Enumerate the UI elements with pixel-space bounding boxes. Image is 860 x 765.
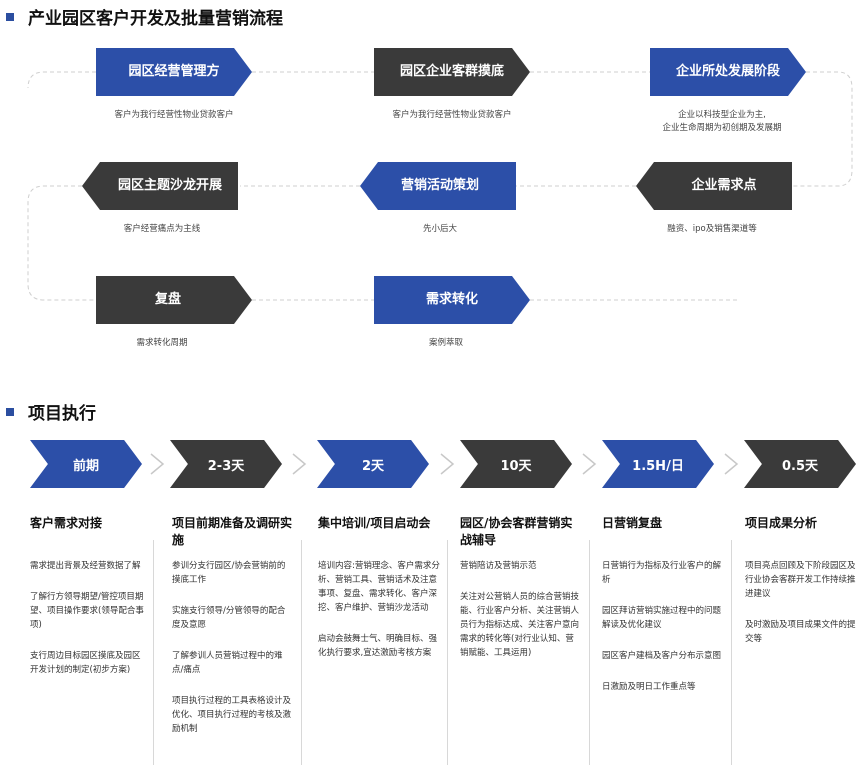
phase-item: 培训内容:营销理念、客户需求分析、营销工具、营销话术及注意事项、复盘、需求转化、… [318, 561, 440, 613]
phase-column: 项目成果分析 项目亮点回顾及下阶段园区及行业协会客群开发工作持续推进建议 及时激… [745, 515, 857, 663]
flow-dashed-loop [27, 71, 853, 301]
phase-item: 启动会鼓舞士气、明确目标、强化执行要求,宣达激励考核方案 [318, 634, 438, 658]
timeline-step-label: 2-3天 [207, 458, 245, 474]
timeline-step: 0.5天 [744, 440, 856, 488]
chevron-right-icon [582, 453, 597, 475]
flow-step-desc: 客户为我行经营性物业贷款客户 [114, 110, 234, 120]
phase-item: 项目执行过程的工具表格设计及优化、项目执行过程的考核及激励机制 [172, 696, 292, 734]
phase-item: 营销陪访及营销示范 [460, 561, 537, 571]
title-square-icon [6, 407, 14, 416]
flow-step-desc: 案例萃取 [428, 338, 463, 348]
flow-step-desc: 融资、ipo及销售渠道等 [667, 224, 757, 234]
phase-title: 项目前期准备及调研实施 [172, 516, 293, 547]
flow-step-label: 园区经营管理方 [128, 64, 220, 79]
phase-item: 及时激励及项目成果文件的提交等 [745, 620, 856, 644]
timeline-step-label: 1.5H/日 [632, 458, 684, 474]
column-divider [589, 540, 590, 765]
timeline-step-label: 0.5天 [781, 458, 819, 474]
section-title-text: 项目执行 [28, 404, 96, 424]
flow-step-desc: 先小后大 [422, 224, 457, 234]
flow-step-desc: 客户为我行经营性物业贷款客户 [392, 110, 512, 120]
timeline-step-label: 10天 [500, 458, 532, 474]
phase-column: 集中培训/项目启动会 培训内容:营销理念、客户需求分析、营销工具、营销话术及注意… [318, 515, 440, 677]
column-divider [731, 540, 732, 765]
chevron-right-icon [724, 453, 739, 475]
phase-item: 了解行方领导期望/管控项目期望、项目操作要求(领导配合事项) [30, 592, 144, 630]
flow-step-label: 复盘 [154, 292, 181, 307]
phase-item: 园区拜访营销实施过程中的问题解读及优化建议 [602, 606, 722, 630]
timeline-step: 2天 [317, 440, 429, 488]
section-title-exec: 项目执行 [6, 399, 96, 424]
column-divider [153, 540, 154, 765]
chevron-right-icon [440, 453, 455, 475]
flow-step-arrow [650, 48, 806, 96]
flow-step-label: 营销活动策划 [400, 178, 479, 193]
flow-step-desc: 客户经营痛点为主线 [123, 224, 201, 234]
flow-step-label: 需求转化 [425, 292, 478, 307]
phase-item: 项目亮点回顾及下阶段园区及行业协会客群开发工作持续推进建议 [745, 561, 856, 599]
flow-step-arrow [96, 276, 252, 324]
flow-step-desc: 需求转化周期 [136, 338, 188, 348]
flow-step-label: 园区主题沙龙开展 [117, 178, 222, 193]
flow-step-arrow [374, 48, 530, 96]
phase-title: 项目成果分析 [745, 516, 818, 530]
flow-step-arrow [636, 162, 792, 210]
phase-title: 集中培训/项目启动会 [318, 516, 431, 530]
timeline-step: 10天 [460, 440, 572, 488]
phase-title: 客户需求对接 [30, 516, 103, 530]
flow-step-label: 企业所处发展阶段 [675, 64, 780, 79]
phase-item: 参训分支行园区/协会营销前的摸底工作 [172, 561, 286, 585]
chevron-right-icon [150, 453, 165, 475]
timeline-step-label: 2天 [361, 458, 385, 474]
flow-step-desc: 企业以科技型企业为主, 企业生命周期为初创期及发展期 [662, 110, 782, 133]
phase-title: 园区/协会客群营销实战辅导 [460, 516, 573, 547]
phase-item: 支行周边目标园区摸底及园区开发计划的制定(初步方案) [30, 651, 141, 675]
phase-item: 需求提出背景及经营数据了解 [30, 561, 141, 571]
phase-item: 园区客户建档及客户分布示意图 [602, 651, 722, 661]
title-square-icon [6, 12, 14, 21]
timeline-step: 2-3天 [170, 440, 282, 488]
phase-title: 日营销复盘 [602, 516, 663, 530]
timeline-step-label: 前期 [72, 458, 99, 474]
flow-diagram [27, 48, 853, 324]
chevron-right-icon [292, 453, 307, 475]
section-title-flow: 产业园区客户开发及批量营销流程 [6, 4, 283, 29]
phase-item: 日激励及明日工作重点等 [602, 682, 696, 692]
timeline-step: 前期 [30, 440, 142, 488]
phase-item: 了解参训人员营销过程中的难点/痛点 [172, 651, 283, 675]
phase-column: 园区/协会客群营销实战辅导 营销陪访及营销示范 关注对公营销人员的综合营销技能、… [460, 515, 582, 677]
phase-column: 项目前期准备及调研实施 参训分支行园区/协会营销前的摸底工作 实施支行领导/分管… [172, 515, 292, 753]
flow-step-label: 园区企业客群摸底 [399, 64, 504, 79]
flow-step-arrow [374, 276, 530, 324]
phase-item: 实施支行领导/分管领导的配合度及意愿 [172, 606, 286, 630]
timeline-step: 1.5H/日 [602, 440, 714, 488]
flow-step-label: 企业需求点 [691, 178, 757, 193]
column-divider [447, 540, 448, 765]
section-title-text: 产业园区客户开发及批量营销流程 [28, 9, 283, 29]
phase-column: 日营销复盘 日营销行为指标及行业客户的解析 园区拜访营销实施过程中的问题解读及优… [602, 515, 722, 711]
phase-item: 日营销行为指标及行业客户的解析 [602, 561, 722, 585]
flow-step-arrow [82, 162, 238, 210]
flow-arrows [82, 48, 806, 324]
column-divider [301, 540, 302, 765]
flow-step-arrow [360, 162, 516, 210]
flow-step-arrow [96, 48, 252, 96]
phase-item: 关注对公营销人员的综合营销技能、行业客户分析、关注营销人员行为指标达成、关注客户… [460, 592, 580, 658]
phase-column: 客户需求对接 需求提出背景及经营数据了解 了解行方领导期望/管控项目期望、项目操… [30, 515, 145, 694]
